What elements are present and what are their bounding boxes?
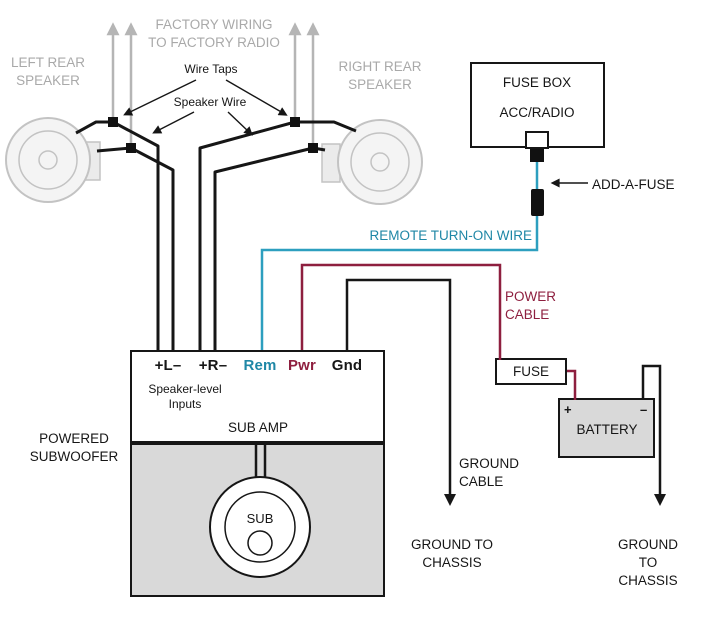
speaker-level-inputs-label: Speaker-level Inputs bbox=[148, 382, 222, 411]
right-rear-speaker-icon bbox=[321, 119, 423, 205]
sub-driver-icon bbox=[209, 476, 311, 578]
amp-terminal-power: Pwr bbox=[287, 357, 317, 374]
amp-terminal-remote: Rem bbox=[243, 357, 277, 374]
left-rear-speaker-label: LEFT REAR SPEAKER bbox=[10, 55, 86, 88]
right-rear-speaker-label: RIGHT REAR SPEAKER bbox=[338, 59, 422, 92]
speaker-wires bbox=[75, 120, 357, 350]
sub-amp-title: SUB AMP bbox=[227, 420, 289, 435]
power-cable-label: POWER CABLE bbox=[505, 289, 557, 322]
wire-tap-connectors bbox=[108, 117, 318, 153]
add-a-fuse-element bbox=[531, 189, 544, 216]
powered-subwoofer-label: POWERED SUBWOOFER bbox=[29, 431, 119, 464]
amp-terminal-right-input: +R– bbox=[198, 357, 228, 374]
fuse-box-title: FUSE BOX bbox=[502, 75, 572, 90]
inline-fuse-label: FUSE bbox=[512, 364, 550, 379]
sub-lead-wires bbox=[254, 445, 267, 478]
wire-taps-label: Wire Taps bbox=[184, 62, 238, 76]
battery-label: BATTERY bbox=[576, 422, 638, 437]
fuse-box-port bbox=[525, 131, 549, 149]
ground-to-chassis-right-label: GROUND TO CHASSIS bbox=[618, 537, 678, 588]
fuse-box-plug bbox=[530, 149, 544, 162]
factory-wiring-arrow-icons bbox=[106, 22, 320, 148]
remote-turn-on-wire-label: REMOTE TURN-ON WIRE bbox=[369, 228, 533, 243]
left-rear-speaker-icon bbox=[5, 117, 101, 203]
amp-terminal-ground: Gnd bbox=[331, 357, 363, 374]
battery-minus-terminal: – bbox=[640, 402, 648, 417]
battery-box bbox=[558, 398, 655, 458]
ground-cable-label: GROUND CABLE bbox=[459, 456, 519, 489]
add-a-fuse-label: ADD-A-FUSE bbox=[592, 177, 675, 192]
speaker-wire-label: Speaker Wire bbox=[173, 95, 247, 109]
amp-terminal-left-input: +L– bbox=[154, 357, 182, 374]
sub-amp-panel bbox=[130, 350, 385, 443]
label-pointer-arrow-icons bbox=[123, 79, 588, 188]
factory-wiring-label: FACTORY WIRING TO FACTORY RADIO bbox=[148, 17, 280, 50]
power-cable-wire bbox=[300, 263, 577, 400]
fuse-box-circuit-label: ACC/RADIO bbox=[499, 105, 575, 120]
inline-fuse-box bbox=[495, 358, 567, 385]
ground-to-chassis-left-label: GROUND TO CHASSIS bbox=[410, 537, 494, 570]
battery-plus-terminal: + bbox=[564, 402, 572, 417]
sub-driver-label: SUB bbox=[246, 511, 274, 526]
ground-wires bbox=[345, 278, 666, 506]
